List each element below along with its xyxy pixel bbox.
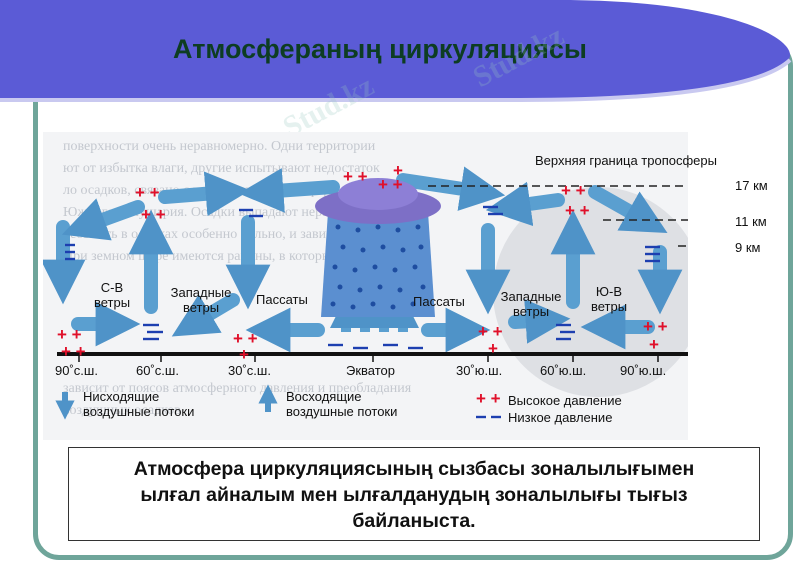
svg-text:+ +: + +	[233, 329, 258, 348]
trades-left-label: Пассаты	[256, 292, 308, 307]
se-winds-label: Ю-В ветры	[584, 284, 634, 314]
se-winds-line1: Ю-В	[595, 284, 623, 299]
svg-text:поверхности очень неравномерно: поверхности очень неравномерно. Одни тер…	[63, 139, 376, 154]
trades-right-label: Пассаты	[413, 294, 465, 309]
svg-text:+ +: + +	[478, 322, 503, 341]
legend-ascending-line2: воздушные потоки	[286, 404, 398, 419]
svg-text:ют от избытка влаги, другие ис: ют от избытка влаги, другие испытывают н…	[63, 161, 380, 176]
west-winds-right-line2: ветры	[512, 304, 550, 319]
svg-text:+ +: + +	[141, 205, 166, 224]
latitude-label: 60˚ю.ш.	[540, 363, 587, 378]
slide-title: Атмосфераның циркуляциясы	[173, 34, 587, 64]
west-winds-right-line1: Западные	[500, 289, 562, 304]
svg-text:+ +: + +	[561, 181, 586, 200]
latitude-label: 90˚ю.ш.	[620, 363, 667, 378]
ne-winds-line2: ветры	[93, 295, 131, 310]
caption-line: ылғал айналым мен ылғалданудың зоналылығ…	[140, 484, 688, 506]
equator-label: Экватор	[346, 363, 396, 378]
svg-text:ребывать в осадках особенно си: ребывать в осадках особенно сильно, и за…	[63, 227, 346, 242]
svg-text:+ +: + +	[61, 342, 86, 361]
latitude-label: 60˚с.ш.	[136, 363, 179, 378]
legend-descending-line2: воздушные потоки	[83, 404, 195, 419]
legend-descending-line1: Нисходящие	[83, 389, 160, 404]
svg-text:воздушных осадков: воздушных осадков	[63, 403, 181, 418]
altitude-9km-label: 9 км	[735, 240, 761, 255]
se-winds-line2: ветры	[590, 299, 628, 314]
svg-text:+: +	[239, 345, 249, 364]
svg-text:зависит от поясов атмосферного: зависит от поясов атмосферного давления …	[63, 381, 412, 396]
svg-text:+ +: + +	[57, 325, 82, 344]
diagram-graphics: поверхности очень неравномерно. Одни тер…	[43, 132, 688, 440]
legend-high-pressure: Высокое давление	[508, 393, 622, 408]
svg-text:При земном шаре имеются районы: При земном шаре имеются районы, в которы…	[63, 249, 338, 264]
latitude-label: 90˚с.ш.	[55, 363, 98, 378]
ne-winds-line1: С-В	[100, 280, 124, 295]
svg-text:+: +	[393, 161, 403, 180]
caption-box: Атмосфера циркуляциясының сызбасы зоналы…	[68, 447, 760, 541]
title-banner	[0, 0, 792, 102]
west-winds-left-line1: Западные	[170, 285, 232, 300]
legend-ascending: Восходящие воздушные потоки	[286, 389, 397, 419]
legend-low-pressure: Низкое давление	[508, 410, 613, 425]
west-winds-right-label: Западные ветры	[491, 289, 571, 319]
latitude-label: 30˚ю.ш.	[456, 363, 503, 378]
svg-text:+ +: + +	[565, 201, 590, 220]
legend-descending: Нисходящие воздушные потоки	[83, 389, 194, 419]
svg-text:+: +	[649, 335, 659, 354]
caption-line: байланыста.	[352, 510, 476, 532]
svg-text:+ +: + +	[476, 389, 501, 408]
circulation-diagram: поверхности очень неравномерно. Одни тер…	[43, 132, 768, 440]
ne-winds-label: С-В ветры	[87, 280, 137, 310]
svg-text:+: +	[488, 339, 498, 358]
svg-text:+ +: + +	[643, 317, 668, 336]
latitude-label: 30˚с.ш.	[228, 363, 271, 378]
west-winds-left-line2: ветры	[182, 300, 220, 315]
svg-text:+ +: + +	[343, 167, 368, 186]
caption-line: Атмосфера циркуляциясының сызбасы зоналы…	[133, 458, 695, 480]
west-winds-left-label: Западные ветры	[161, 285, 241, 315]
altitude-17km-label: 17 км	[735, 178, 768, 193]
legend-ascending-line1: Восходящие	[286, 389, 362, 404]
altitude-11km-label: 11 км	[735, 214, 767, 229]
svg-text:+ +: + +	[135, 183, 160, 202]
svg-text:+ +: + +	[378, 175, 403, 194]
upper-boundary-label: Верхняя граница тропосферы	[535, 153, 717, 168]
